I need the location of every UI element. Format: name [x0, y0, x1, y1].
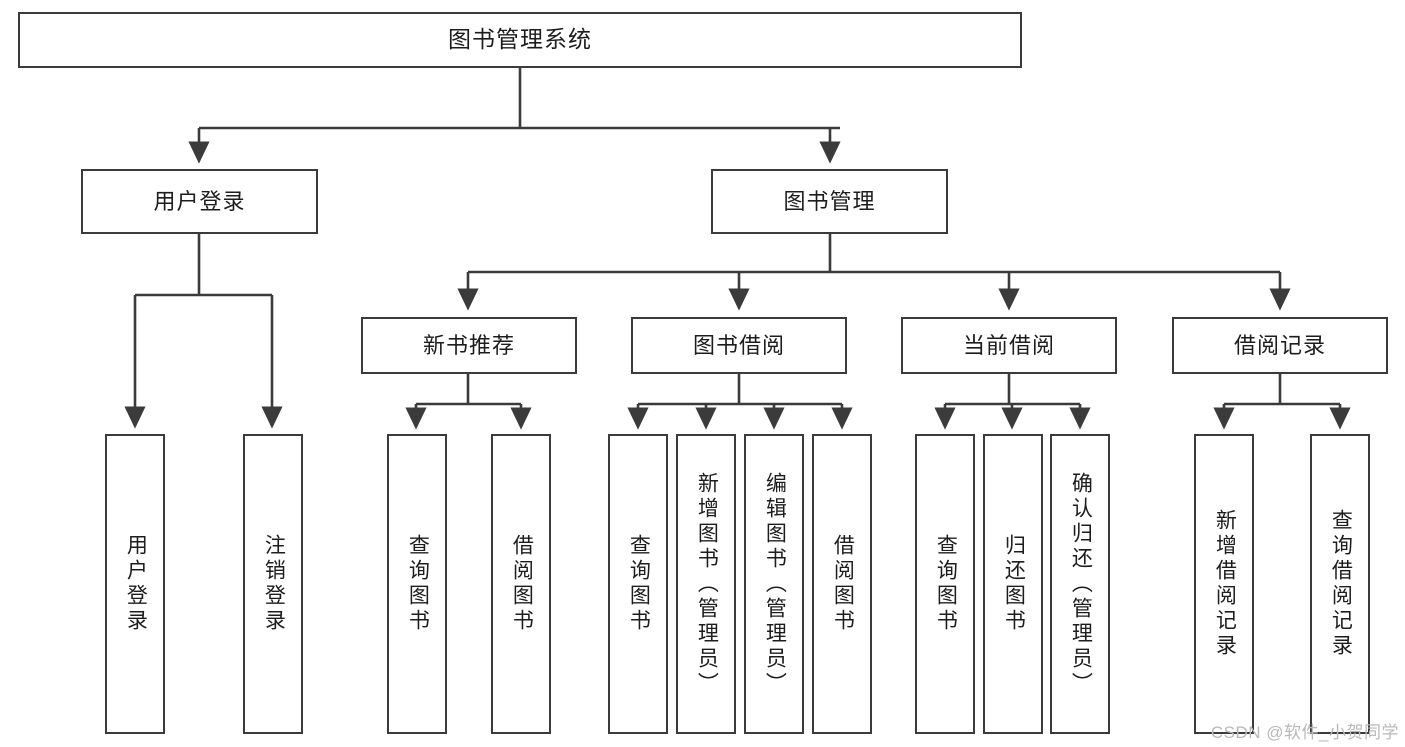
node-current-borrow[interactable]: 当前借阅 — [901, 317, 1117, 374]
leaf-return-book[interactable]: 归还图书 — [983, 434, 1043, 734]
watermark: CSDN @软件_小贺同学 — [1210, 723, 1399, 742]
leaf-logout-login[interactable]: 注销登录 — [243, 434, 303, 734]
leaf-add-book-admin[interactable]: 新增图书（管理员） — [676, 434, 736, 734]
node-book-borrow[interactable]: 图书借阅 — [631, 317, 847, 374]
leaf-borrow-book-recommend[interactable]: 借阅图书 — [491, 434, 551, 734]
node-user-login[interactable]: 用户登录 — [81, 169, 318, 234]
node-book-management[interactable]: 图书管理 — [711, 169, 948, 234]
node-new-book-recommend[interactable]: 新书推荐 — [361, 317, 577, 374]
leaf-borrow-book[interactable]: 借阅图书 — [812, 434, 872, 734]
leaf-query-borrow-record[interactable]: 查询借阅记录 — [1310, 434, 1370, 734]
leaf-query-book-current[interactable]: 查询图书 — [915, 434, 975, 734]
leaf-edit-book-admin[interactable]: 编辑图书（管理员） — [744, 434, 804, 734]
leaf-user-login[interactable]: 用户登录 — [105, 434, 165, 734]
node-borrow-record[interactable]: 借阅记录 — [1172, 317, 1388, 374]
leaf-query-book-recommend[interactable]: 查询图书 — [387, 434, 447, 734]
leaf-query-book-borrow[interactable]: 查询图书 — [608, 434, 668, 734]
leaf-add-borrow-record[interactable]: 新增借阅记录 — [1194, 434, 1254, 734]
leaf-confirm-return-admin[interactable]: 确认归还（管理员） — [1050, 434, 1110, 734]
node-root-book-management-system[interactable]: 图书管理系统 — [18, 12, 1022, 68]
